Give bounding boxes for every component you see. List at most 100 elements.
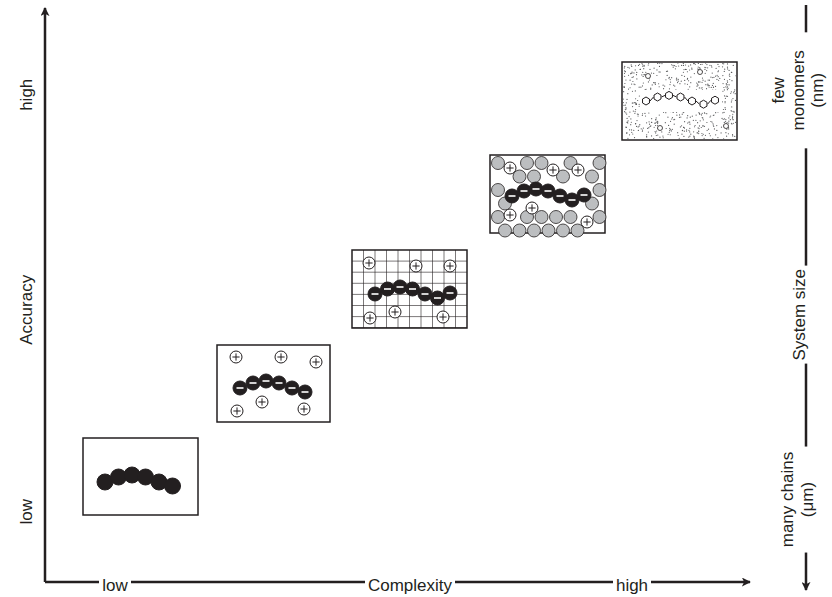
solvent-atom [698, 133, 699, 134]
solvent-atom [731, 106, 732, 107]
solvent-atom [659, 137, 660, 138]
solvent-atom [636, 72, 637, 73]
solvent-atom [731, 80, 732, 81]
counterion [572, 164, 584, 176]
monomer-bead [259, 374, 273, 388]
solvent-atom [627, 138, 628, 139]
solvent-atom [624, 83, 625, 84]
ion-atom [698, 70, 703, 75]
solvent-atom [699, 125, 700, 126]
solvent-atom [729, 76, 730, 77]
solvent-atom [723, 119, 724, 120]
solvent-molecule [535, 211, 548, 224]
solvent-atom [633, 83, 634, 84]
solvent-atom [722, 112, 723, 113]
solvent-atom [687, 84, 688, 85]
solvent-atom [672, 129, 673, 130]
solvent-atom [645, 72, 646, 73]
solvent-atom [643, 66, 644, 67]
solvent-atom [727, 63, 728, 64]
accuracy-label: Accuracy [17, 272, 37, 348]
solvent-atom [642, 113, 643, 114]
solvent-molecule [564, 211, 577, 224]
solvent-atom [654, 82, 655, 83]
solvent-atom [637, 113, 638, 114]
solvent-atom [698, 131, 699, 132]
solvent-atom [624, 67, 625, 68]
solvent-atom [666, 128, 667, 129]
solvent-atom [664, 85, 665, 86]
solvent-atom [702, 117, 703, 118]
solvent-atom [725, 109, 726, 110]
solvent-atom [723, 87, 724, 88]
solvent-atom [638, 114, 639, 115]
solvent-atom [710, 115, 711, 116]
solvent-atom [665, 79, 666, 80]
panel-frame [622, 62, 737, 140]
solvent-atom [675, 66, 676, 67]
monomer-bead [233, 381, 247, 395]
charge-sign [276, 382, 283, 384]
solvent-atom [735, 75, 736, 76]
solvent-atom [732, 135, 733, 136]
solvent-atom [706, 88, 707, 89]
solvent-atom [679, 138, 680, 139]
solvent-atom [650, 125, 651, 126]
solvent-atom [727, 89, 728, 90]
counterion [310, 356, 322, 368]
solvent-molecule [492, 157, 505, 170]
solvent-atom [635, 104, 636, 105]
ion-atom [658, 126, 663, 131]
solvent-atom [626, 127, 627, 128]
charge-sign [557, 195, 564, 197]
solvent-molecule [535, 157, 548, 170]
solvent-atom [661, 63, 662, 64]
charge-sign [412, 262, 419, 269]
solvent-atom [684, 131, 685, 132]
charge-sign [384, 288, 391, 290]
solvent-atom [706, 70, 707, 71]
counterion [275, 351, 287, 363]
panel-frame [83, 438, 198, 515]
solvent-atom [718, 76, 719, 77]
solvent-atom [726, 96, 727, 97]
solvent-atom [659, 114, 660, 115]
solvent-atom [734, 136, 735, 137]
solvent-atom [686, 129, 687, 130]
solvent-atom [689, 86, 690, 87]
solvent-atom [641, 63, 642, 64]
accuracy-label: low [17, 496, 37, 528]
solvent-atom [640, 69, 641, 70]
solvent-atom [679, 83, 680, 84]
solvent-atom [649, 79, 650, 80]
solvent-atom [689, 121, 690, 122]
solvent-atom [728, 133, 729, 134]
implicit-solvent-panel [217, 345, 330, 422]
solvent-atom [689, 128, 690, 129]
solvent-atom [706, 122, 707, 123]
solvent-atom [646, 134, 647, 135]
complexity-label: high [613, 576, 651, 596]
charge-sign [549, 166, 556, 173]
solvent-atom [694, 73, 695, 74]
lattice-line [352, 327, 467, 328]
solvent-atom [677, 82, 678, 83]
solvent-atom [624, 66, 625, 67]
solvent-atom [706, 64, 707, 65]
solvent-atom [697, 132, 698, 133]
monomer-bead [431, 291, 445, 305]
charge-sign [574, 166, 581, 173]
solvent-atom [724, 71, 725, 72]
solvent-atom [635, 123, 636, 124]
solvent-atom [633, 130, 634, 131]
charge-sign [237, 387, 244, 389]
solvent-atom [628, 88, 629, 89]
solvent-atom [632, 102, 633, 103]
solvent-atom [673, 85, 674, 86]
solvent-atom [690, 64, 691, 65]
solvent-atom [635, 109, 636, 110]
solvent-atom [702, 125, 703, 126]
solvent-atom [655, 119, 656, 120]
solvent-atom [701, 64, 702, 65]
solvent-atom [642, 66, 643, 67]
